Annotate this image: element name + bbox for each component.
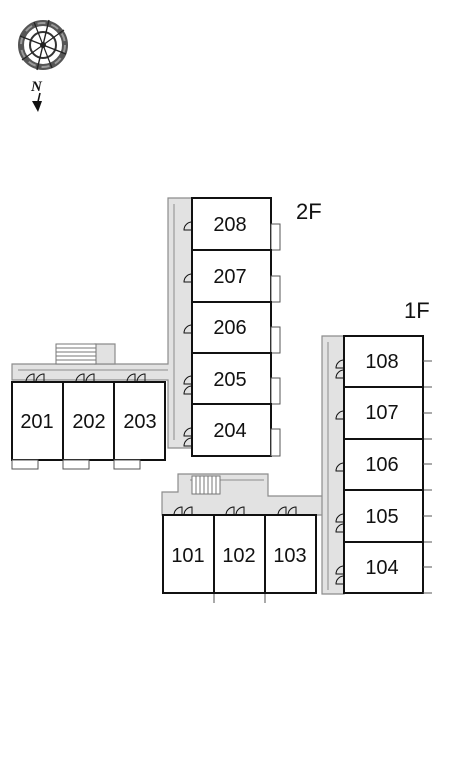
room-206[interactable]: 206 <box>191 301 281 354</box>
room-201[interactable]: 201 <box>11 381 64 470</box>
room-number: 203 <box>123 411 156 433</box>
stairs-2f <box>55 343 97 365</box>
room-204[interactable]: 204 <box>191 403 281 457</box>
door-icons-2f-row <box>25 373 146 383</box>
door-icons-1f-row <box>173 506 297 516</box>
room-number: 205 <box>213 369 246 391</box>
floor-label-2f: 2F <box>296 199 322 224</box>
room-number: 107 <box>365 402 398 424</box>
room-number: 204 <box>213 420 246 442</box>
room-number: 101 <box>171 545 204 567</box>
room-number: 202 <box>72 411 105 433</box>
door-icons-2f-column <box>183 221 193 447</box>
compass-north-label: N <box>30 79 43 95</box>
room-202[interactable]: 202 <box>62 381 115 470</box>
north-arrow-icon <box>32 92 42 112</box>
room-101[interactable]: 101 <box>162 514 215 603</box>
room-205[interactable]: 205 <box>191 352 281 405</box>
room-107[interactable]: 107 <box>343 386 432 440</box>
room-103[interactable]: 103 <box>264 514 317 594</box>
stairs-1f <box>191 475 221 495</box>
room-number: 106 <box>365 454 398 476</box>
corridor-2f-inner-line <box>18 204 175 440</box>
room-number: 102 <box>222 545 255 567</box>
room-number: 206 <box>213 317 246 339</box>
room-106[interactable]: 106 <box>343 438 432 491</box>
room-207[interactable]: 207 <box>191 249 281 303</box>
compass-rose-icon <box>18 19 68 71</box>
room-108[interactable]: 108 <box>343 335 432 388</box>
room-number: 201 <box>20 411 53 433</box>
room-number: 105 <box>365 506 398 528</box>
room-105[interactable]: 105 <box>343 489 432 543</box>
door-icons-1f-column <box>335 359 345 585</box>
room-203[interactable]: 203 <box>113 381 166 470</box>
room-number: 207 <box>213 266 246 288</box>
room-number: 108 <box>365 351 398 373</box>
room-208[interactable]: 208 <box>191 197 281 251</box>
room-104[interactable]: 104 <box>343 541 432 594</box>
room-102[interactable]: 102 <box>213 514 266 603</box>
floor-label-1f: 1F <box>404 298 430 323</box>
room-number: 103 <box>273 545 306 567</box>
room-number: 104 <box>365 557 398 579</box>
room-number: 208 <box>213 214 246 236</box>
